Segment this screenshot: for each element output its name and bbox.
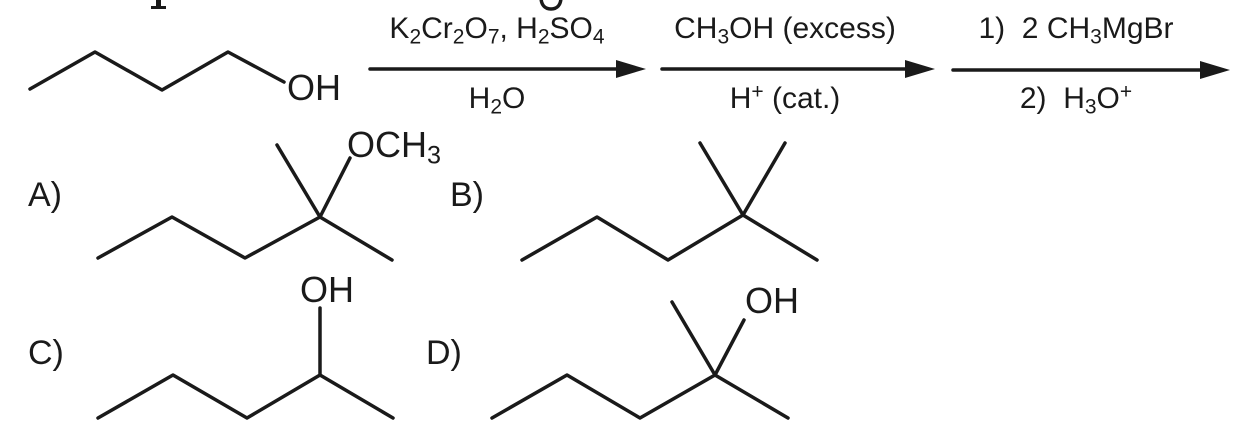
reaction-arrow-3 xyxy=(951,61,1230,79)
cropped-text-fragment-bowl xyxy=(539,0,563,11)
step1-reagents-above: K2Cr2O7, H2SO4 xyxy=(389,12,605,49)
choice-c-letter: C) xyxy=(28,334,64,372)
choice-c-structure xyxy=(96,306,395,420)
step3-reagents-below: 2) H3O+ xyxy=(1019,80,1133,119)
step3-reagents-above: 1) 2 CH3MgBr xyxy=(978,12,1174,49)
reactant-oh-label: OH xyxy=(287,67,341,108)
step1-reagents-below: H2O xyxy=(468,82,526,119)
cropped-text-fragment-stem xyxy=(156,0,161,7)
step2-reagents-below: H+ (cat.) xyxy=(729,80,841,115)
reactant-structure xyxy=(28,50,286,92)
reaction-arrow-1 xyxy=(368,60,646,78)
choice-d-letter: D) xyxy=(426,334,462,372)
choice-d-oh-label: OH xyxy=(745,280,799,321)
choice-d-structure xyxy=(490,300,790,420)
choice-a-och3-label: OCH3 xyxy=(347,124,442,170)
step2-reagents-above: CH3OH (excess) xyxy=(674,12,896,49)
choice-c-oh-label: OH xyxy=(300,269,354,310)
choice-a-letter: A) xyxy=(28,176,62,214)
choice-b-letter: B) xyxy=(450,176,484,214)
reaction-arrow-2 xyxy=(660,60,935,78)
choice-b-structure xyxy=(520,141,819,262)
choice-a-structure xyxy=(96,143,394,262)
cropped-text-fragment-serif xyxy=(151,6,166,9)
